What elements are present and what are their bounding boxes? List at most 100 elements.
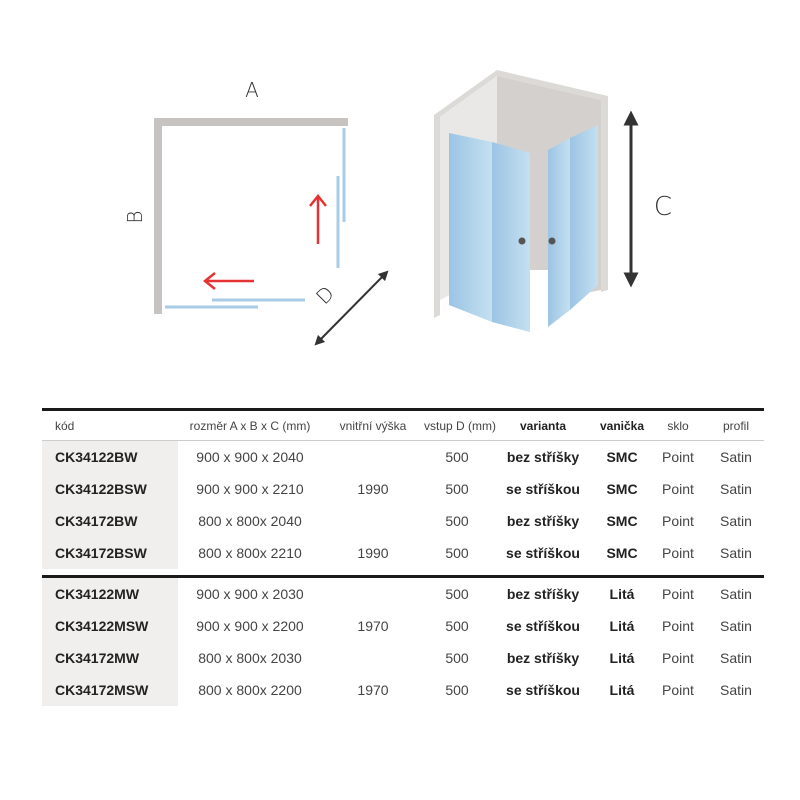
glass-door-left-fixed: [449, 133, 492, 322]
cell-inner-height: 1970: [357, 618, 389, 634]
cell-code: CK34172MW: [55, 650, 140, 666]
group-divider: [42, 575, 764, 578]
shower-diagrams: A B D C: [123, 70, 672, 346]
cell-inner-height: 1990: [357, 545, 389, 561]
perspective-view: C: [434, 70, 672, 332]
cell-code: CK34122BW: [55, 449, 138, 465]
table-row: CK34122MW 900 x 900 x 2030 500 bez stříšky L…: [42, 578, 764, 610]
cell-code: CK34122MW: [55, 586, 140, 602]
cell-dimensions: 800 x 800x 2030: [198, 650, 302, 666]
cell-entry-d: 500: [445, 481, 469, 497]
cell-tray: Litá: [609, 650, 635, 666]
cell-glass: Point: [662, 481, 694, 497]
cell-entry-d: 500: [445, 545, 469, 561]
cell-variant: bez stříšky: [506, 650, 580, 666]
cell-tray: SMC: [606, 545, 638, 561]
cell-tray: Litá: [609, 618, 635, 634]
cell-dimensions: 800 x 800x 2200: [198, 682, 302, 698]
cell-glass: Point: [662, 449, 694, 465]
header-vanicka: vanička: [599, 418, 645, 433]
cell-dimensions: 900 x 900 x 2200: [196, 618, 304, 634]
header-vstup: vstup D (mm): [424, 418, 496, 433]
cell-profile: Satin: [720, 682, 752, 698]
table-row: CK34122BW 900 x 900 x 2040 500 bez stříšky S…: [42, 441, 764, 473]
cell-variant: bez stříšky: [506, 449, 580, 465]
table-row: CK34122BSW 900 x 900 x 2210 1990 500 se stří…: [42, 473, 764, 505]
glass-door-left: [492, 142, 530, 332]
cell-glass: Point: [662, 586, 694, 602]
table-row: CK34172MSW 800 x 800x 2200 1970 500 se stříš…: [42, 674, 764, 706]
glass-door-right: [548, 138, 570, 327]
arrow-up-icon: [309, 193, 327, 244]
header-sklo: sklo: [667, 418, 689, 433]
table-row: CK34172MW 800 x 800x 2030 500 bez stříšky Li…: [42, 642, 764, 674]
header-kod: kód: [55, 418, 75, 433]
cell-entry-d: 500: [445, 650, 469, 666]
cell-glass: Point: [662, 618, 694, 634]
cell-dimensions: 900 x 900 x 2030: [196, 586, 304, 602]
cell-code: CK34172MSW: [55, 682, 149, 698]
header-vnitrni-vyska: vnitřní výška: [339, 418, 407, 433]
cell-glass: Point: [662, 650, 694, 666]
table-top-rule: [42, 408, 764, 411]
cell-profile: Satin: [720, 618, 752, 634]
cell-glass: Point: [662, 513, 694, 529]
cell-inner-height: 1990: [357, 481, 389, 497]
cell-variant: se stříškou: [506, 481, 580, 497]
door-handle-icon: [548, 237, 556, 245]
cell-glass: Point: [662, 682, 694, 698]
label-a: A: [245, 78, 259, 102]
cell-variant: se stříškou: [506, 682, 580, 698]
cell-entry-d: 500: [445, 682, 469, 698]
cell-profile: Satin: [720, 650, 752, 666]
cell-inner-height: 1970: [357, 682, 389, 698]
cell-entry-d: 500: [445, 449, 469, 465]
cell-glass: Point: [662, 545, 694, 561]
table-row: CK34172BSW 800 x 800x 2210 1990 500 se stříš…: [42, 537, 764, 569]
cell-profile: Satin: [720, 449, 752, 465]
arrow-left-icon: [202, 272, 254, 290]
cell-entry-d: 500: [445, 513, 469, 529]
cell-entry-d: 500: [445, 618, 469, 634]
cell-tray: SMC: [606, 449, 638, 465]
cell-code: CK34122BSW: [55, 481, 147, 497]
table-row: CK34122MSW 900 x 900 x 2200 1970 500 se stří…: [42, 610, 764, 642]
cell-code: CK34172BW: [55, 513, 138, 529]
cell-profile: Satin: [720, 481, 752, 497]
header-varianta: varianta: [519, 418, 567, 433]
cell-tray: Litá: [609, 682, 635, 698]
label-c: C: [654, 192, 672, 222]
cell-tray: SMC: [606, 513, 638, 529]
cell-tray: SMC: [606, 481, 638, 497]
dimension-d-arrow: [314, 270, 389, 346]
cell-dimensions: 900 x 900 x 2210: [196, 481, 304, 497]
cell-dimensions: 800 x 800x 2040: [198, 513, 302, 529]
table-row: CK34172BW 800 x 800x 2040 500 bez stříšky SM…: [42, 505, 764, 537]
cell-profile: Satin: [720, 586, 752, 602]
product-table: kód rozměr A x B x C (mm) vnitřní výška …: [42, 408, 764, 706]
cell-code: CK34172BSW: [55, 545, 147, 561]
wall-frame: [434, 70, 608, 318]
label-b: B: [123, 210, 147, 223]
label-d: D: [311, 281, 339, 309]
cell-code: CK34122MSW: [55, 618, 149, 634]
floor-plan: A B D: [123, 78, 389, 346]
cell-variant: bez stříšky: [506, 513, 580, 529]
cell-tray: Litá: [609, 586, 635, 602]
glass-door-right-fixed: [570, 125, 598, 310]
cell-profile: Satin: [720, 545, 752, 561]
door-handle-icon: [518, 237, 526, 245]
cell-variant: se stříškou: [506, 545, 580, 561]
header-rozmer: rozměr A x B x C (mm): [189, 418, 311, 433]
header-profil: profil: [722, 418, 749, 433]
table-header: kód rozměr A x B x C (mm) vnitřní výška …: [42, 411, 764, 441]
wall: [154, 118, 348, 314]
cell-dimensions: 800 x 800x 2210: [198, 545, 302, 561]
cell-variant: se stříškou: [506, 618, 580, 634]
cell-entry-d: 500: [445, 586, 469, 602]
cell-variant: bez stříšky: [506, 586, 580, 602]
cell-dimensions: 900 x 900 x 2040: [196, 449, 304, 465]
cell-profile: Satin: [720, 513, 752, 529]
